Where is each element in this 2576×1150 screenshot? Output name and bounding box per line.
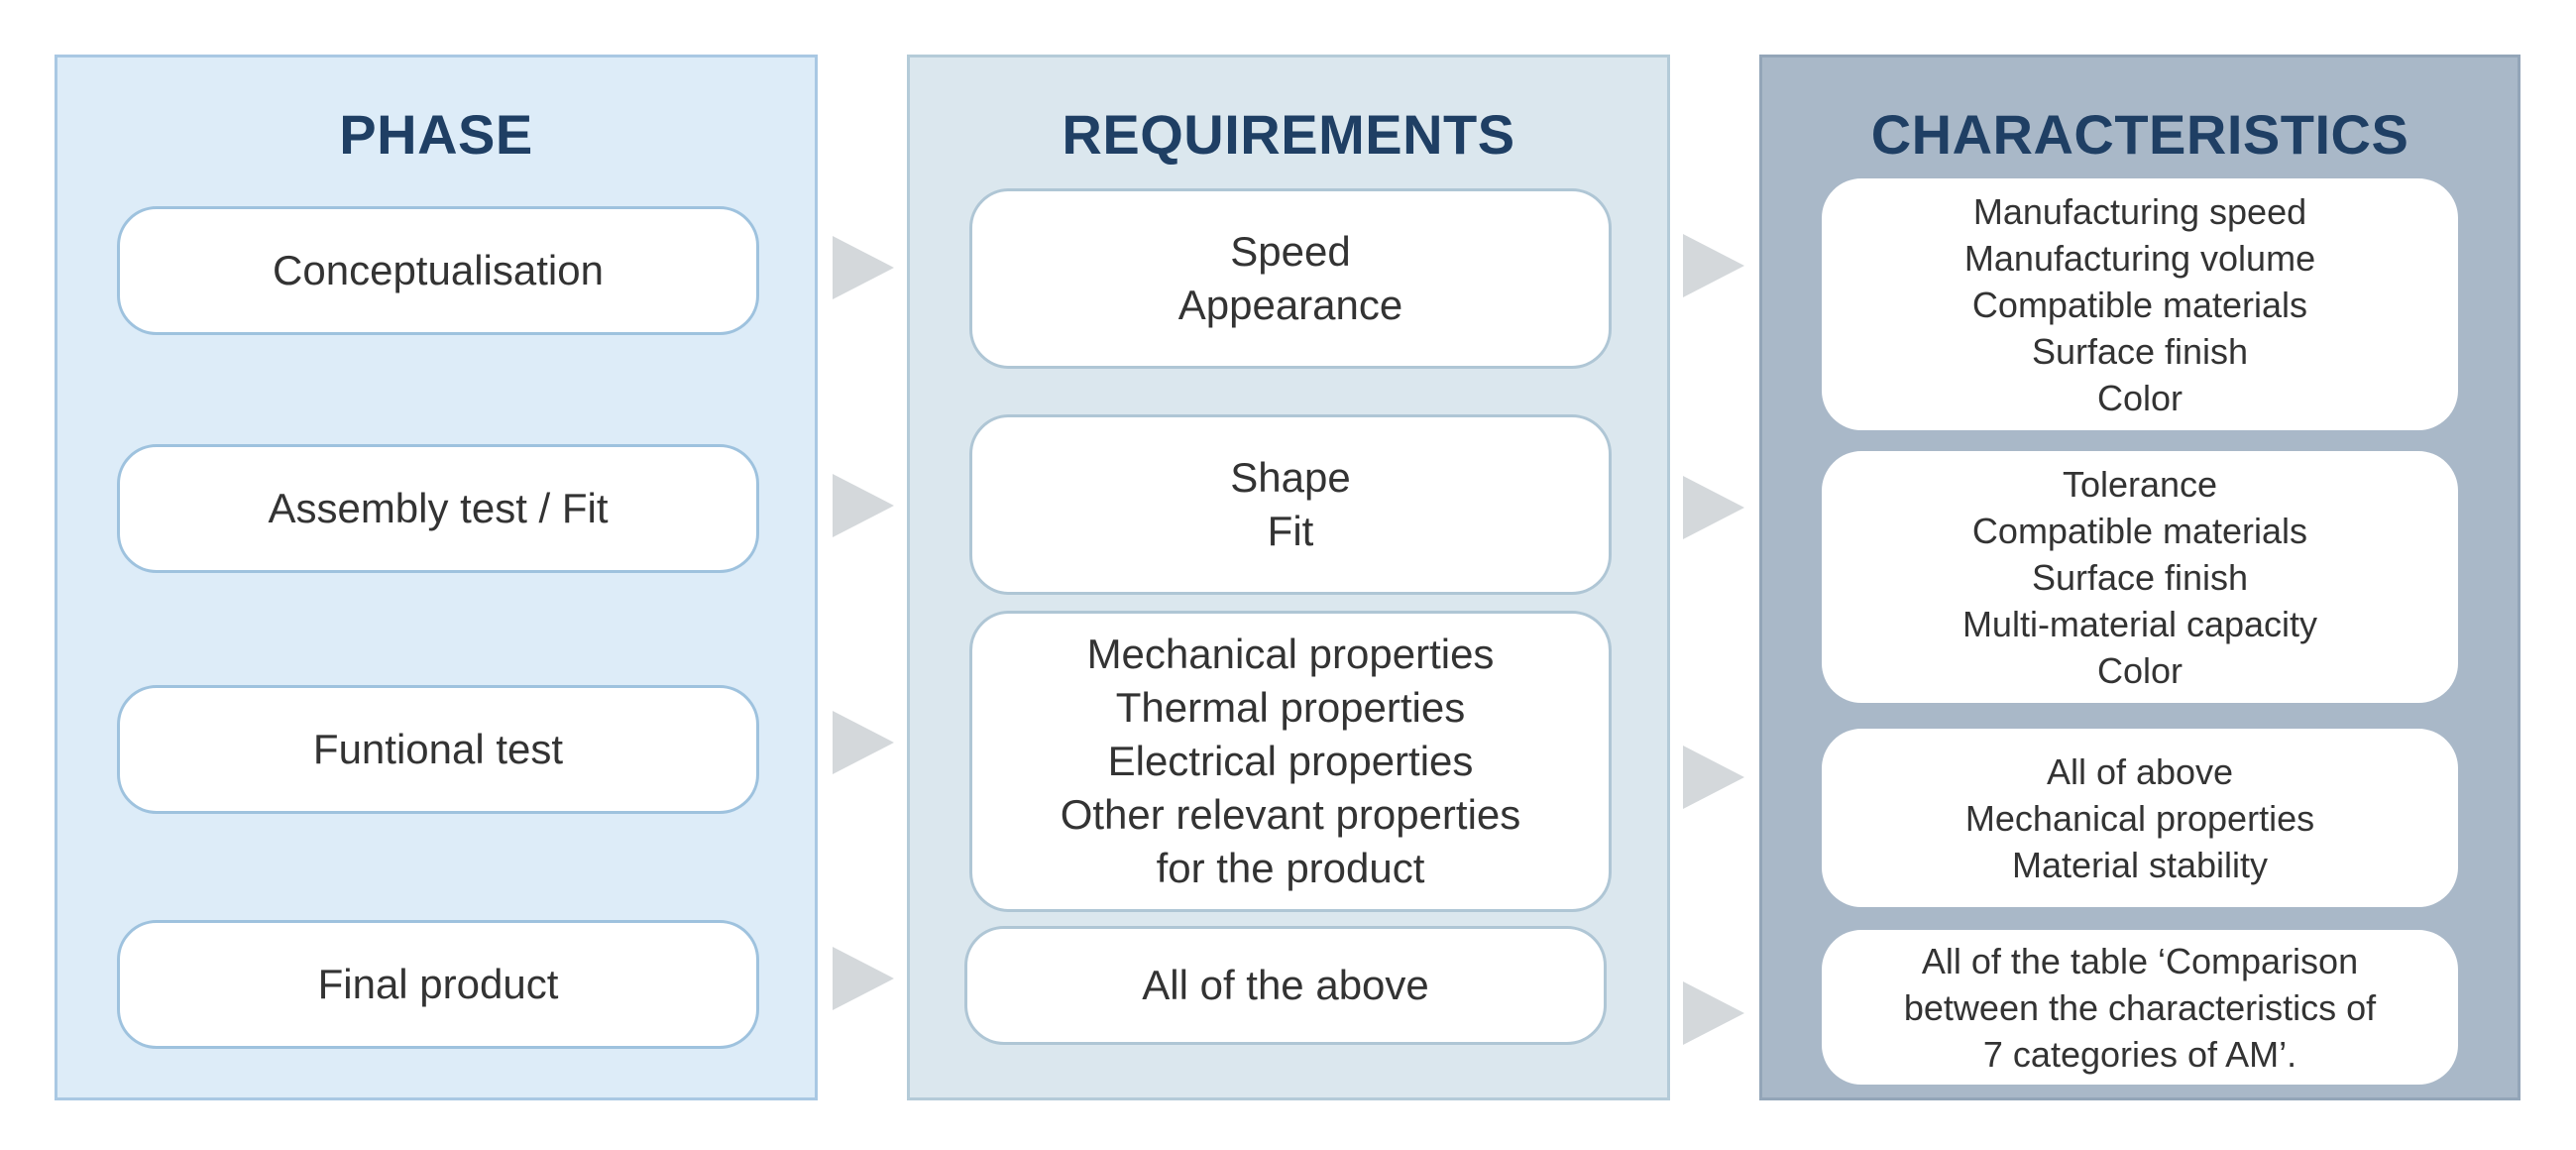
- requirement-line: Electrical properties: [1107, 738, 1474, 784]
- requirement-line: Shape: [1230, 454, 1351, 501]
- arrow-right-icon: [1683, 234, 1744, 297]
- arrow-right-icon: [1683, 981, 1744, 1045]
- characteristic-line: Material stability: [2011, 844, 2269, 885]
- characteristic-line: Manufacturing volume: [1963, 237, 2316, 279]
- requirement-line: Fit: [1267, 508, 1314, 554]
- characteristic-line: All of above: [2046, 750, 2234, 792]
- characteristic-line: Compatible materials: [1971, 510, 2308, 551]
- phase-box-final-product: Final product: [117, 920, 759, 1049]
- characteristics-column: CHARACTERISTICS Manufacturing speed Manu…: [1759, 55, 2520, 1100]
- requirement-line: Thermal properties: [1115, 684, 1466, 731]
- characteristic-line: Mechanical properties: [1964, 797, 2315, 839]
- characteristic-line: Compatible materials: [1971, 284, 2308, 325]
- arrow-right-icon: [1683, 746, 1744, 809]
- requirements-box-all-above: All of the above: [964, 926, 1607, 1045]
- requirement-line: for the product: [1156, 845, 1425, 891]
- requirements-box-speed-appearance: Speed Appearance: [969, 188, 1612, 369]
- phase-title: PHASE: [339, 103, 533, 166]
- characteristic-line: All of the table ‘Comparison: [1921, 940, 2359, 981]
- arrow-right-icon: [833, 236, 894, 299]
- characteristics-title: CHARACTERISTICS: [1870, 103, 2409, 166]
- characteristics-box-4: All of the table ‘Comparison between the…: [1822, 930, 2458, 1085]
- characteristic-line: Multi-material capacity: [1961, 603, 2318, 644]
- characteristics-box-1: Manufacturing speed Manufacturing volume…: [1822, 178, 2458, 430]
- requirements-column: REQUIREMENTS Speed Appearance Shape Fit …: [907, 55, 1670, 1100]
- characteristic-line: Color: [2096, 649, 2184, 691]
- characteristic-line: between the characteristics of: [1903, 986, 2377, 1028]
- arrow-right-icon: [833, 711, 894, 774]
- requirements-title: REQUIREMENTS: [1062, 103, 1515, 166]
- characteristic-line: Tolerance: [2062, 463, 2218, 505]
- requirement-line: Other relevant properties: [1060, 791, 1521, 838]
- characteristic-line: Surface finish: [2031, 330, 2249, 372]
- requirement-line: All of the above: [1142, 962, 1429, 1008]
- phase-box-conceptualisation: Conceptualisation: [117, 206, 759, 335]
- characteristics-box-3: All of above Mechanical properties Mater…: [1822, 729, 2458, 907]
- arrow-right-icon: [833, 474, 894, 537]
- requirements-box-properties: Mechanical properties Thermal properties…: [969, 611, 1612, 912]
- characteristic-line: 7 categories of AM’.: [1982, 1033, 2297, 1075]
- requirement-line: Mechanical properties: [1086, 631, 1495, 677]
- requirement-line: Speed: [1230, 228, 1351, 275]
- phase-box-functional-test: Funtional test: [117, 685, 759, 814]
- requirements-box-shape-fit: Shape Fit: [969, 414, 1612, 595]
- characteristic-line: Surface finish: [2031, 556, 2249, 598]
- arrow-right-icon: [833, 947, 894, 1010]
- arrow-right-icon: [1683, 476, 1744, 539]
- requirement-line: Appearance: [1177, 282, 1403, 328]
- phase-column: PHASE Conceptualisation Assembly test / …: [55, 55, 818, 1100]
- phase-box-assembly-test: Assembly test / Fit: [117, 444, 759, 573]
- characteristic-line: Manufacturing speed: [1972, 190, 2307, 232]
- characteristics-box-2: Tolerance Compatible materials Surface f…: [1822, 451, 2458, 703]
- characteristic-line: Color: [2096, 377, 2184, 418]
